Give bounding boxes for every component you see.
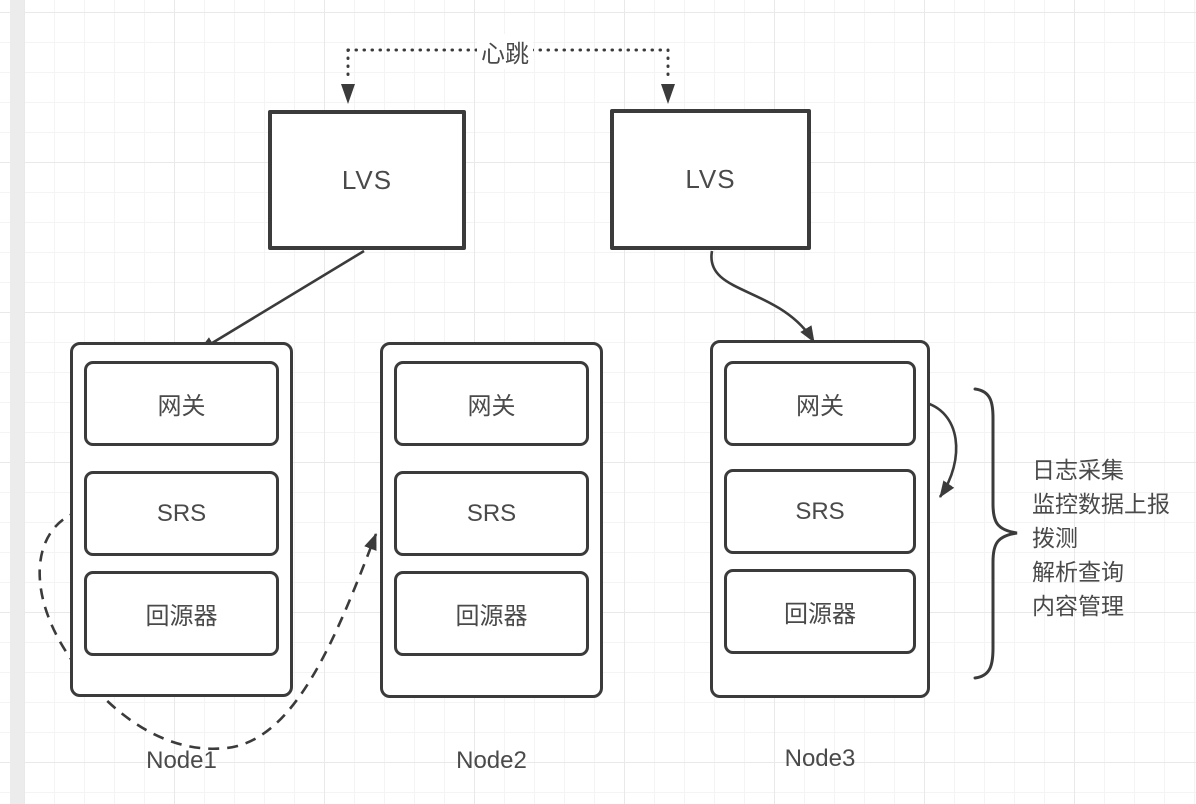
node2-label: Node2 <box>456 747 527 774</box>
lvs-box-right[interactable]: LVS <box>610 109 811 250</box>
node1-gateway-box[interactable]: 网关 <box>84 361 279 446</box>
node2-gateway-label: 网关 <box>467 393 516 420</box>
node1-container[interactable]: 网关 SRS 回源器 Node1 <box>70 342 293 774</box>
heartbeat-label: 心跳 <box>477 34 533 69</box>
brace-annotation-line: 监控数据上报 <box>1032 491 1170 517</box>
brace-annotation-line: 日志采集 <box>1032 457 1124 483</box>
node1-label: Node1 <box>146 747 217 774</box>
node1-origin-fetcher-box[interactable]: 回源器 <box>84 571 279 656</box>
node1-srs-box[interactable]: SRS <box>84 471 279 556</box>
node2-gateway-box[interactable]: 网关 <box>394 361 589 446</box>
heartbeat-arrowhead-left <box>341 84 355 104</box>
brace-annotation-text: 日志采集 监控数据上报 拨测 解析查询 内容管理 <box>1032 453 1170 623</box>
node1-gateway-label: 网关 <box>157 393 206 420</box>
node3-container[interactable]: 网关 SRS 回源器 Node3 <box>710 340 930 772</box>
node2-origin-fetcher-box[interactable]: 回源器 <box>394 571 589 656</box>
node3-gateway-label: 网关 <box>796 393 844 420</box>
node1-origin-fetcher-label: 回源器 <box>145 603 218 630</box>
brace <box>973 387 1018 680</box>
node3-srs-label: SRS <box>795 497 845 525</box>
node3-srs-box[interactable]: SRS <box>724 469 916 554</box>
node2-container[interactable]: 网关 SRS 回源器 Node2 <box>380 342 603 774</box>
brace-annotation-line: 解析查询 <box>1032 559 1124 585</box>
brace-annotation-line: 拨测 <box>1032 525 1078 551</box>
node1-srs-label: SRS <box>156 499 207 527</box>
heartbeat-arrowhead-right <box>661 84 675 104</box>
node1-srs-to-node2-srs-dashed-arrow[interactable] <box>38 509 378 751</box>
lvs-right-label: LVS <box>685 164 736 194</box>
node3-gateway-box[interactable]: 网关 <box>724 361 916 446</box>
node2-srs-label: SRS <box>466 499 517 527</box>
node3-origin-fetcher-label: 回源器 <box>784 601 856 628</box>
lvs-left-label: LVS <box>341 164 393 195</box>
lvs-box-left[interactable]: LVS <box>268 110 466 250</box>
node3-label: Node3 <box>784 745 856 772</box>
node2-origin-fetcher-label: 回源器 <box>455 603 528 630</box>
brace-annotation-line: 内容管理 <box>1032 593 1124 619</box>
node3-origin-fetcher-box[interactable]: 回源器 <box>724 569 916 654</box>
node3-gateway-to-srs-arrow[interactable] <box>922 400 958 498</box>
canvas-left-gutter <box>10 0 24 804</box>
lvs-left-to-node1-arrow[interactable] <box>198 249 365 353</box>
lvs-right-to-node3-arrow[interactable] <box>710 250 816 343</box>
node2-srs-box[interactable]: SRS <box>394 471 589 556</box>
